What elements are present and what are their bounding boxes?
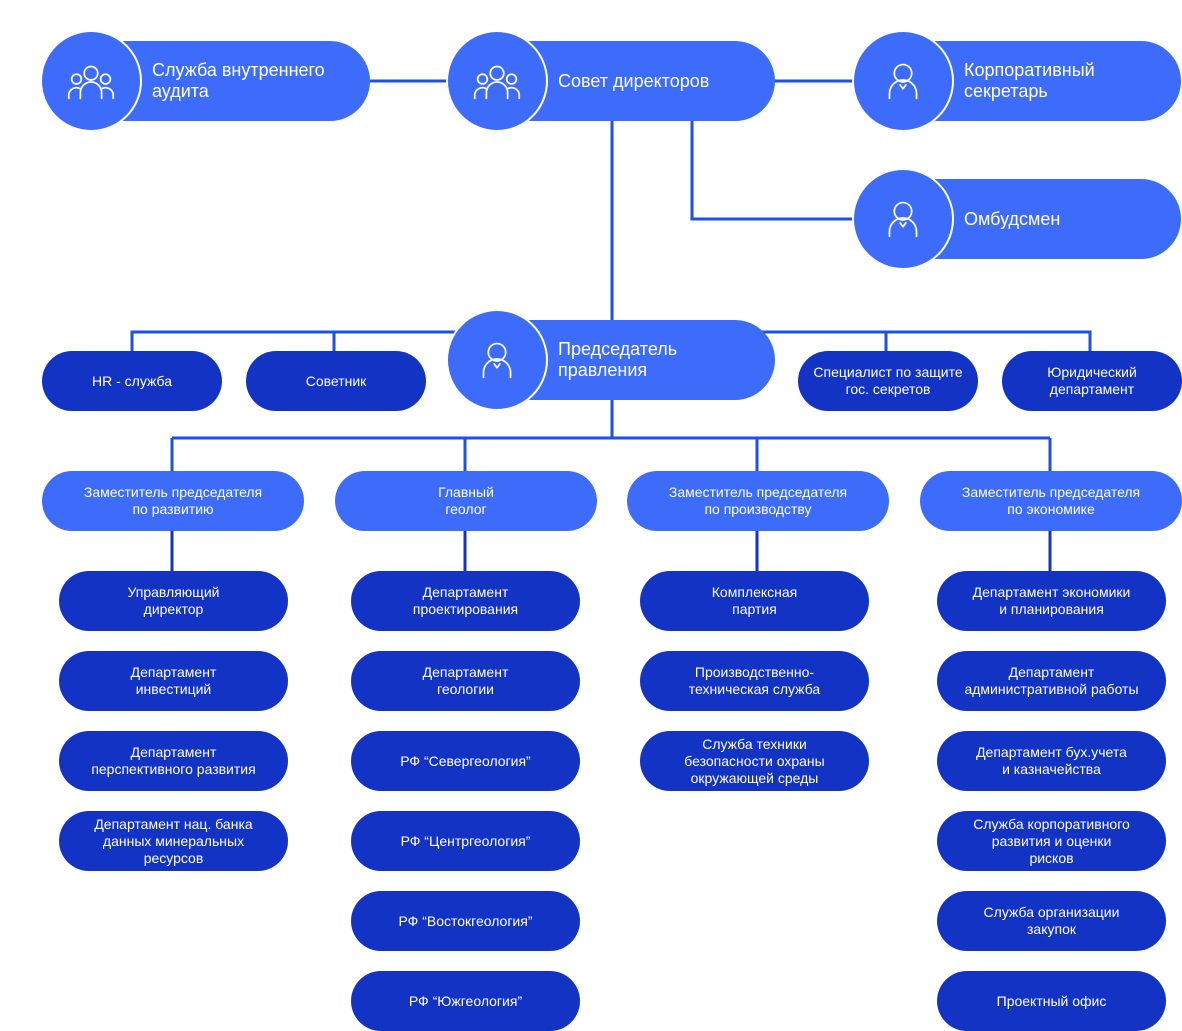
advisor-label: Советник — [305, 372, 367, 389]
unit-label: Департамент инвестиций — [130, 664, 217, 697]
unit-node[interactable]: РФ “Севергеология” — [351, 731, 580, 791]
board-of-directors-avatar — [448, 32, 546, 130]
unit-node[interactable]: Департамент административной работы — [937, 651, 1166, 711]
unit-label: Проектный офис — [996, 992, 1107, 1009]
board-of-directors-label: Совет директоров — [558, 70, 710, 91]
audit-service-avatar — [42, 32, 140, 130]
unit-node[interactable]: РФ “Южгеология” — [351, 971, 580, 1031]
unit-node[interactable]: Департамент инвестиций — [59, 651, 288, 711]
unit-node[interactable]: Департамент экономики и планирования — [937, 571, 1166, 631]
unit-node[interactable]: Департамент перспективного развития — [59, 731, 288, 791]
unit-node[interactable]: Производственно- техническая служба — [640, 651, 869, 711]
deputy-development-node[interactable]: Заместитель председателя по развитию — [42, 471, 304, 531]
state-secrets-specialist-node[interactable]: Специалист по защите гос. секретов — [798, 351, 978, 411]
unit-label: РФ “Южгеология” — [408, 992, 523, 1009]
unit-label: Департамент нац. банка данных минеральны… — [94, 815, 253, 866]
unit-label: Производственно- техническая служба — [688, 664, 821, 697]
deputy-label: Заместитель председателя по экономике — [961, 484, 1141, 517]
unit-label: РФ “Севергеология” — [400, 752, 531, 769]
unit-label: Комплексная партия — [711, 584, 798, 617]
line-board-ombudsman — [690, 120, 858, 221]
unit-node[interactable]: Служба организации закупок — [937, 891, 1166, 951]
hr-service-label: HR - служба — [92, 372, 172, 389]
unit-label: Департамент экономики и планирования — [972, 584, 1131, 617]
legal-department-node[interactable]: Юридический департамент — [1002, 351, 1182, 411]
unit-node[interactable]: Департамент проектирования — [351, 571, 580, 631]
unit-label: Департамент перспективного развития — [91, 744, 256, 777]
unit-label: РФ “Востокгеология” — [398, 912, 533, 929]
unit-label: Департамент административной работы — [964, 664, 1139, 697]
unit-label: Служба техники безопасности охраны окруж… — [684, 735, 825, 786]
unit-node[interactable]: Департамент бух.учета и казначейства — [937, 731, 1166, 791]
legal-department-label: Юридический департамент — [1047, 364, 1137, 397]
chief-geologist-node[interactable]: Главный геолог — [335, 471, 597, 531]
unit-label: Департамент бух.учета и казначейства — [976, 744, 1127, 777]
line-staff-right — [760, 330, 1092, 352]
deputy-label: Заместитель председателя по развитию — [83, 484, 263, 517]
ombudsman-label: Омбудсмен — [964, 208, 1061, 229]
unit-label: Служба корпоративного развития и оценки … — [973, 815, 1130, 866]
unit-node[interactable]: Служба корпоративного развития и оценки … — [937, 811, 1166, 871]
unit-label: РФ “Центргеология” — [400, 832, 531, 849]
hr-service-node[interactable]: HR - служба — [42, 351, 222, 411]
chairman-avatar — [448, 311, 546, 409]
unit-node[interactable]: Проектный офис — [937, 971, 1166, 1031]
audit-service-label: Служба внутреннего аудита — [152, 60, 325, 101]
unit-node[interactable]: Комплексная партия — [640, 571, 869, 631]
person-icon — [888, 63, 918, 100]
person-icon — [888, 201, 918, 238]
deputy-production-node[interactable]: Заместитель председателя по производству — [627, 471, 889, 531]
unit-node[interactable]: РФ “Востокгеология” — [351, 891, 580, 951]
ombudsman-avatar — [854, 170, 952, 268]
unit-node[interactable]: Управляющий директор — [59, 571, 288, 631]
deputy-label: Главный геолог — [438, 484, 494, 517]
state-secrets-specialist-label: Специалист по защите гос. секретов — [813, 364, 963, 397]
corporate-secretary-avatar — [854, 32, 952, 130]
unit-label: Служба организации закупок — [983, 904, 1120, 937]
deputy-economics-node[interactable]: Заместитель председателя по экономике — [920, 471, 1182, 531]
group-people-icon — [473, 65, 521, 100]
unit-node[interactable]: РФ “Центргеология” — [351, 811, 580, 871]
unit-label: Управляющий директор — [127, 584, 220, 617]
deputy-label: Заместитель председателя по производству — [668, 484, 848, 517]
unit-node[interactable]: Служба техники безопасности охраны окруж… — [640, 731, 869, 791]
advisor-node[interactable]: Советник — [246, 351, 426, 411]
unit-node[interactable]: Департамент нац. банка данных минеральны… — [59, 811, 288, 871]
corporate-secretary-label: Корпоративный секретарь — [964, 60, 1095, 101]
chairman-label: Председатель правления — [558, 339, 678, 380]
unit-node[interactable]: Департамент геологии — [351, 651, 580, 711]
group-people-icon — [67, 65, 115, 100]
person-icon — [482, 342, 512, 379]
unit-label: Департамент геологии — [422, 664, 509, 697]
unit-label: Департамент проектирования — [412, 584, 519, 617]
